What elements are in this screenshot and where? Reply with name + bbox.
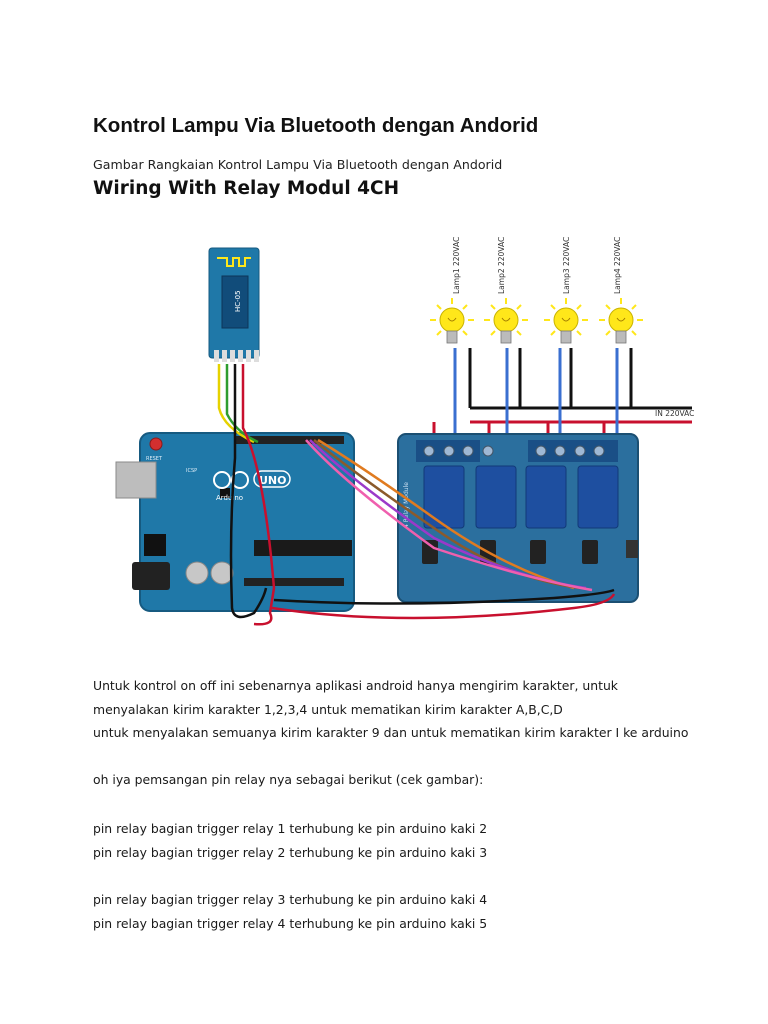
body-line-2: menyalakan kirim karakter 1,2,3,4 untuk … xyxy=(93,702,563,717)
lamp-4 xyxy=(599,298,643,344)
lamp-wires xyxy=(453,348,619,448)
arduino-logo xyxy=(213,471,249,489)
arduino-brand: Arduino xyxy=(216,494,243,502)
lamp-2 xyxy=(484,298,528,344)
body-line-7: pin relay bagian trigger relay 3 terhubu… xyxy=(93,892,488,907)
figure-caption: Gambar Rangkaian Kontrol Lampu Via Bluet… xyxy=(93,157,503,172)
arduino-model: UNO xyxy=(259,474,287,487)
signal-wires xyxy=(217,364,616,626)
lamp-1 xyxy=(430,298,474,344)
body-line-4: oh iya pemsangan pin relay nya sebagai b… xyxy=(93,772,484,787)
hc05-bluetooth-module: HC-05 xyxy=(208,247,260,362)
arduino-uno: RESET ICSP Arduino UNO xyxy=(115,432,355,612)
mains-label: IN 220VAC xyxy=(655,409,694,418)
reset-label: RESET xyxy=(146,456,163,462)
mains-wiring xyxy=(432,348,692,440)
relay-module-label: 4 Relay Module xyxy=(403,482,410,528)
body-line-3: untuk menyalakan semuanya kirim karakter… xyxy=(93,725,689,740)
lamp-3-label: Lamp3 220VAC xyxy=(562,237,571,294)
body-line-1: Untuk kontrol on off ini sebenarnya apli… xyxy=(93,678,618,693)
lamp-1-label: Lamp1 220VAC xyxy=(452,237,461,294)
document-title: Kontrol Lampu Via Bluetooth dengan Andor… xyxy=(93,114,539,137)
body-line-6: pin relay bagian trigger relay 2 terhubu… xyxy=(93,845,488,860)
bt-module-label: HC-05 xyxy=(234,290,242,312)
body-line-5: pin relay bagian trigger relay 1 terhubu… xyxy=(93,821,488,836)
icsp-label: ICSP xyxy=(186,468,197,474)
lamp-4-label: Lamp4 220VAC xyxy=(613,237,622,294)
body-line-8: pin relay bagian trigger relay 4 terhubu… xyxy=(93,916,488,931)
wiring-diagram: IN 220VAC xyxy=(115,237,694,626)
lamp-2-label: Lamp2 220VAC xyxy=(497,237,506,294)
lamp-3 xyxy=(544,298,588,344)
section-subtitle: Wiring With Relay Modul 4CH xyxy=(93,178,400,199)
